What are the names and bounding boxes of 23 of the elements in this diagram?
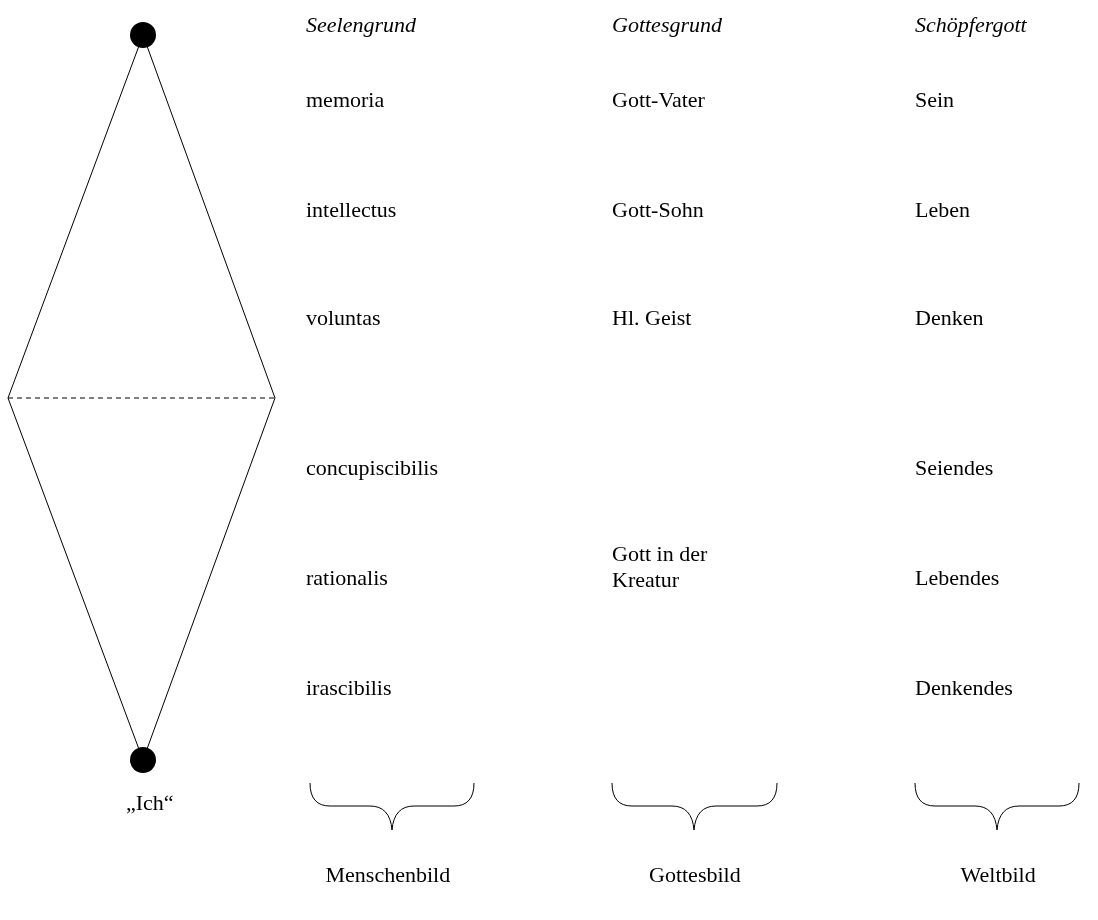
text-label: Sein <box>915 87 955 113</box>
column-heading: Seelengrund <box>306 12 416 38</box>
text-label: concupiscibilis <box>306 455 438 481</box>
text-label: Menschenbild <box>325 862 451 888</box>
text-label: „Ich“ <box>126 790 174 816</box>
column-heading: Gottesgrund <box>612 12 722 38</box>
text-label: rationalis <box>306 565 388 591</box>
text-label: Weltbild <box>960 862 1036 888</box>
text-label: Denken <box>915 305 984 331</box>
text-label: Hl. Geist <box>612 305 692 331</box>
text-label: Lebendes <box>915 565 1000 591</box>
text-label: intellectus <box>306 197 397 223</box>
column-heading: Schöpfergott <box>915 12 1027 38</box>
text-label: memoria <box>306 87 385 113</box>
text-label: voluntas <box>306 305 381 331</box>
text-label: Denkendes <box>915 675 1013 701</box>
text-label: Gott-Vater <box>612 87 705 113</box>
text-label: Seiendes <box>915 455 994 481</box>
text-label: Gott-Sohn <box>612 197 704 223</box>
text-label: irascibilis <box>306 675 392 701</box>
cell-text: Gott in der Kreatur <box>612 541 709 593</box>
text-label: Gottesbild <box>649 862 741 888</box>
text-label: Leben <box>915 197 970 223</box>
